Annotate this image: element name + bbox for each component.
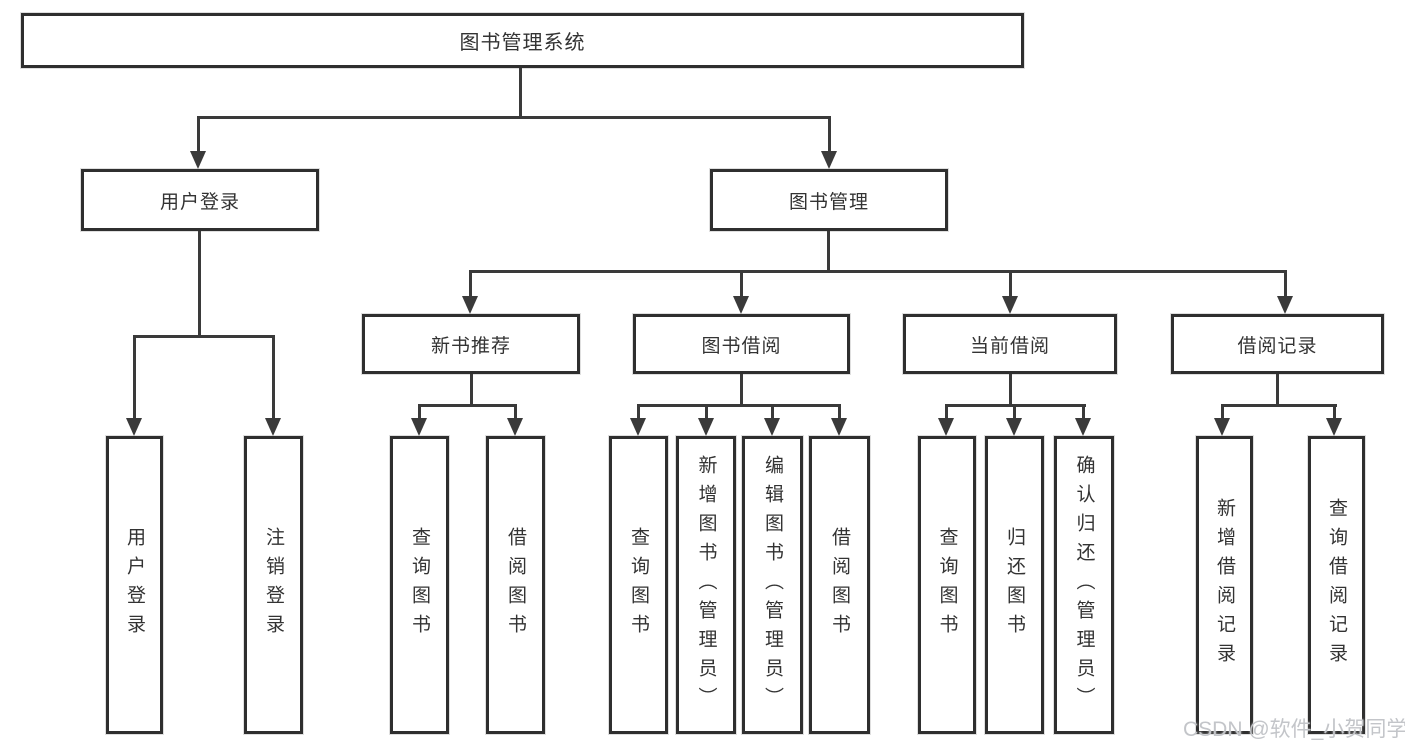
arrowhead-down-icon <box>507 418 523 436</box>
leaf-query-books-recommend: 查询图书 <box>390 436 449 734</box>
arrowhead-down-icon <box>411 418 427 436</box>
connector-drop <box>133 335 136 419</box>
leaf-borrow-books-recommend: 借阅图书 <box>486 436 545 734</box>
connector-root-hline <box>197 116 831 119</box>
leaf-query-books-borrowing: 查询图书 <box>609 436 668 734</box>
connector-drop <box>1333 404 1336 419</box>
arrowhead-down-icon <box>265 418 281 436</box>
leaf-borrow-books: 借阅图书 <box>809 436 870 734</box>
connector-drop <box>740 270 743 297</box>
connector-drop <box>1284 270 1287 297</box>
leaf-user-login: 用户登录 <box>106 436 163 734</box>
connector-hline <box>1221 404 1337 407</box>
node-book-management: 图书管理 <box>710 169 948 231</box>
connector-drop <box>838 404 841 419</box>
node-label: 新增图书（管理员） <box>695 454 717 716</box>
node-user-login: 用户登录 <box>81 169 319 231</box>
node-label: 查询图书 <box>936 527 958 643</box>
connector-drop <box>705 404 708 419</box>
leaf-add-book-admin: 新增图书（管理员） <box>676 436 736 734</box>
connector-drop <box>637 404 640 419</box>
connector-drop <box>272 335 275 419</box>
csdn-watermark: CSDN @软件_小贺同学 <box>1183 718 1405 741</box>
node-book-management-system: 图书管理系统 <box>21 13 1024 68</box>
node-borrowing-records: 借阅记录 <box>1171 314 1384 374</box>
node-label: 用户登录 <box>159 191 240 213</box>
connector-drop <box>1009 270 1012 297</box>
arrowhead-down-icon <box>462 296 478 314</box>
leaf-return-books: 归还图书 <box>985 436 1044 734</box>
node-label: 查询借阅记录 <box>1326 498 1347 672</box>
connector-stem <box>1276 374 1279 406</box>
connector-drop <box>828 116 831 153</box>
connector-bookmgmt-stem <box>827 231 830 272</box>
leaf-add-borrow-record: 新增借阅记录 <box>1196 436 1253 734</box>
arrowhead-down-icon <box>764 418 780 436</box>
node-label: 查询图书 <box>409 527 430 643</box>
connector-drop <box>1082 404 1085 419</box>
connector-drop <box>1221 404 1224 419</box>
leaf-edit-book-admin: 编辑图书（管理员） <box>742 436 803 734</box>
arrowhead-down-icon <box>1277 296 1293 314</box>
arrowhead-down-icon <box>821 151 837 169</box>
node-label: 新增借阅记录 <box>1214 498 1235 672</box>
node-book-borrowing: 图书借阅 <box>633 314 850 374</box>
node-label: 借阅记录 <box>1237 335 1318 357</box>
leaf-query-books-current: 查询图书 <box>918 436 976 734</box>
connector-hline <box>418 404 517 407</box>
node-label: 编辑图书（管理员） <box>762 454 783 716</box>
connector-drop <box>1013 404 1016 419</box>
arrowhead-down-icon <box>698 418 714 436</box>
node-label: 新书推荐 <box>430 335 511 357</box>
connector-hline <box>637 404 841 407</box>
connector-stem <box>470 374 473 406</box>
leaf-confirm-return-admin: 确认归还（管理员） <box>1054 436 1114 734</box>
node-label: 借阅图书 <box>829 527 850 643</box>
connector-userlogin-stem <box>198 231 201 337</box>
connector-drop <box>514 404 517 419</box>
leaf-query-borrow-record: 查询借阅记录 <box>1308 436 1365 734</box>
connector-drop <box>469 270 472 297</box>
leaf-logout: 注销登录 <box>244 436 303 734</box>
node-label: 借阅图书 <box>505 527 526 643</box>
node-label: 归还图书 <box>1004 527 1025 643</box>
connector-drop <box>771 404 774 419</box>
arrowhead-down-icon <box>630 418 646 436</box>
arrowhead-down-icon <box>938 418 954 436</box>
connector-root-stem <box>519 68 522 119</box>
node-label: 用户登录 <box>124 527 145 643</box>
connector-drop <box>945 404 948 419</box>
arrowhead-down-icon <box>733 296 749 314</box>
connector-bookmgmt-hline <box>469 270 1287 273</box>
arrowhead-down-icon <box>190 151 206 169</box>
arrowhead-down-icon <box>1326 418 1342 436</box>
node-label: 查询图书 <box>628 527 649 643</box>
arrowhead-down-icon <box>1006 418 1022 436</box>
arrowhead-down-icon <box>126 418 142 436</box>
node-current-borrowing: 当前借阅 <box>903 314 1117 374</box>
connector-drop <box>418 404 421 419</box>
arrowhead-down-icon <box>831 418 847 436</box>
node-label: 注销登录 <box>263 527 284 643</box>
node-label: 当前借阅 <box>969 335 1050 357</box>
node-label: 图书管理系统 <box>459 32 586 54</box>
connector-userlogin-hline <box>133 335 275 338</box>
node-label: 图书借阅 <box>701 335 782 357</box>
arrowhead-down-icon <box>1075 418 1091 436</box>
arrowhead-down-icon <box>1214 418 1230 436</box>
connector-drop <box>197 116 200 153</box>
node-label: 确认归还（管理员） <box>1073 454 1095 716</box>
node-new-book-recommendation: 新书推荐 <box>362 314 580 374</box>
arrowhead-down-icon <box>1002 296 1018 314</box>
node-label: 图书管理 <box>788 191 869 213</box>
connector-stem <box>740 374 743 406</box>
connector-stem <box>1009 374 1012 406</box>
